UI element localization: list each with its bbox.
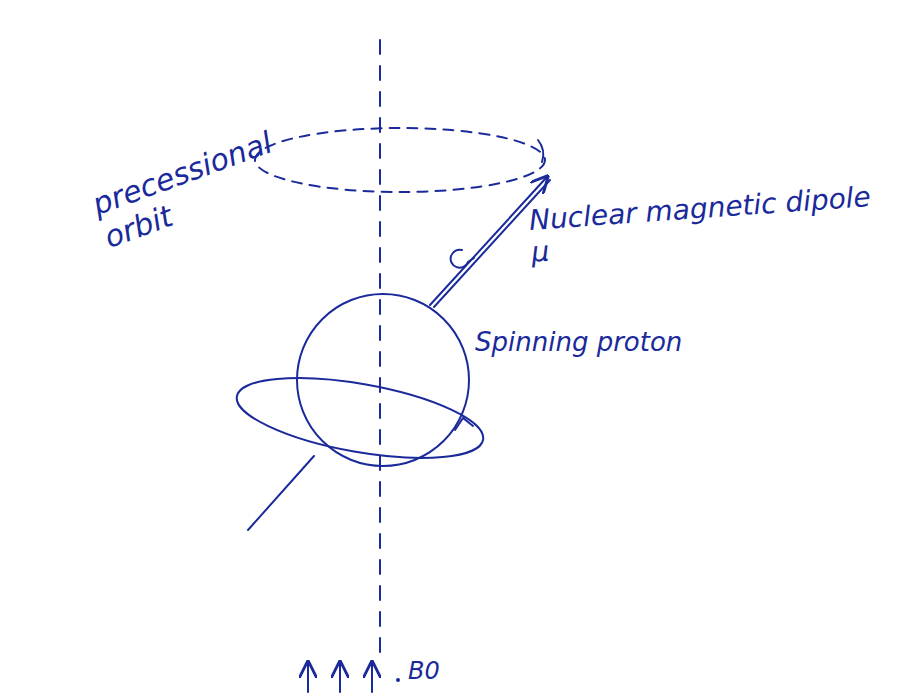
annotation-label: B0 bbox=[408, 658, 488, 686]
spin-ring bbox=[231, 363, 489, 473]
field-arrow bbox=[339, 664, 341, 692]
label-box: B0 bbox=[408, 658, 488, 686]
label-box: Nuclear magnetic dipole μ bbox=[528, 180, 892, 269]
field-arrow bbox=[371, 664, 373, 692]
proton-node: Spinning proton bbox=[297, 294, 469, 466]
proton-circle bbox=[297, 294, 469, 466]
dot bbox=[396, 678, 400, 682]
precession-orbit bbox=[255, 128, 545, 192]
field-axis bbox=[379, 40, 381, 655]
annotation-label: precessional orbit bbox=[88, 122, 300, 255]
pointer-line bbox=[248, 456, 314, 530]
annotation-label: Nuclear magnetic dipole μ bbox=[528, 180, 892, 269]
orbit-tip bbox=[538, 140, 543, 162]
field-arrow bbox=[307, 664, 309, 692]
label-box: precessional orbit bbox=[88, 122, 300, 255]
dipole-arrow bbox=[430, 178, 546, 305]
node-heading: Spinning proton bbox=[475, 328, 682, 358]
spin-arrowhead bbox=[455, 418, 473, 430]
spin-curl bbox=[451, 250, 474, 268]
